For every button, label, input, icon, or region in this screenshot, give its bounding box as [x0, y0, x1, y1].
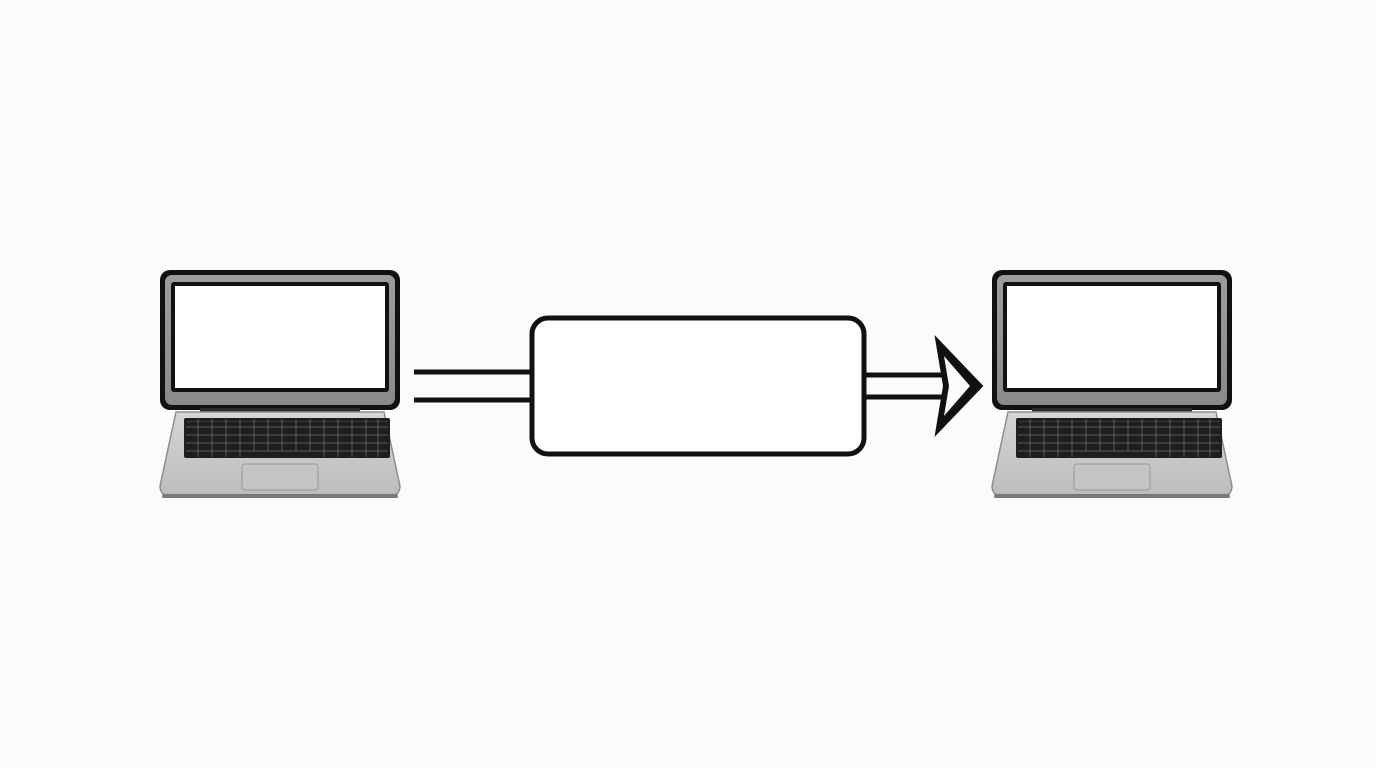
target-laptop-icon	[991, 269, 1233, 499]
connector-left	[414, 369, 532, 403]
center-box	[529, 315, 867, 457]
source-laptop-icon	[159, 269, 401, 499]
connector-right-arrow	[864, 334, 984, 438]
